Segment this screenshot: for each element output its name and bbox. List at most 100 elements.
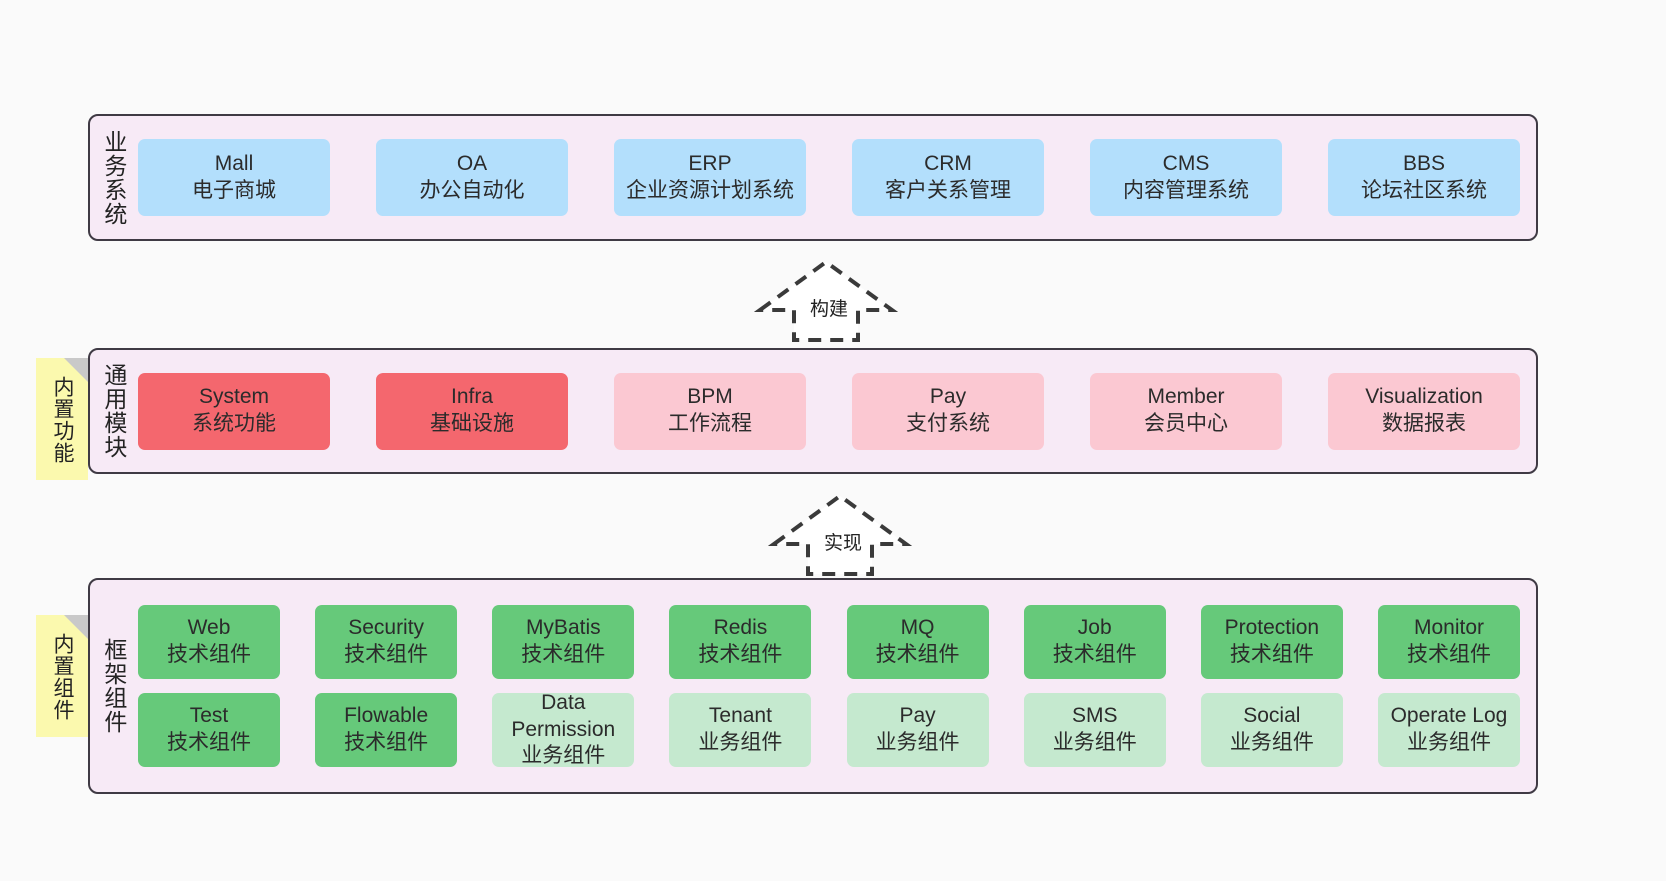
card-sms[interactable]: SMS 业务组件 <box>1023 693 1166 767</box>
card-title: OA <box>456 151 488 175</box>
card-subtitle: 基础设施 <box>430 412 514 435</box>
card-subtitle: 会员中心 <box>1144 412 1228 435</box>
card-title: Flowable <box>344 704 429 728</box>
card-crm[interactable]: CRM 客户关系管理 <box>852 139 1044 216</box>
card-title: BPM <box>687 385 733 409</box>
card-bbs[interactable]: BBS 论坛社区系统 <box>1328 139 1520 216</box>
card-subtitle: 业务组件 <box>875 731 960 754</box>
card-oa[interactable]: OA 办公自动化 <box>376 139 568 216</box>
card-pay[interactable]: Pay 业务组件 <box>846 693 989 767</box>
arrow-implement: 实现 <box>767 492 913 576</box>
card-subtitle: 技术组件 <box>167 643 251 666</box>
card-title: Member <box>1147 385 1225 409</box>
card-erp[interactable]: ERP 企业资源计划系统 <box>614 139 806 216</box>
arrow-build: 构建 <box>753 258 899 342</box>
card-subtitle: 支付系统 <box>906 412 990 435</box>
card-subtitle: 企业资源计划系统 <box>626 178 794 202</box>
card-title: Pay <box>899 704 936 728</box>
card-title: Job <box>1077 616 1112 640</box>
card-title: Tenant <box>708 704 772 728</box>
sticky-note-builtin-component: 内置组件 <box>36 615 88 737</box>
card-subtitle: 电子商城 <box>192 178 276 202</box>
sticky-note-builtin-function-label: 内置功能 <box>50 376 74 464</box>
sticky-note-builtin-function: 内置功能 <box>36 358 88 480</box>
card-title: CMS <box>1162 151 1210 175</box>
arrow-build-label: 构建 <box>810 299 849 320</box>
sticky-note-builtin-component-label: 内置组件 <box>50 633 74 721</box>
card-mybatis[interactable]: MyBatis 技术组件 <box>492 605 635 679</box>
layer-body-business-system: Mall 电子商城 OA 办公自动化 ERP 企业资源计划系统 CRM 客户关系管理 CMS 内容… <box>136 116 1536 239</box>
card-subtitle: 技术组件 <box>1229 643 1314 666</box>
card-cms[interactable]: CMS 内容管理系统 <box>1090 139 1282 216</box>
card-social[interactable]: Social 业务组件 <box>1200 693 1343 767</box>
arrow-implement-label: 实现 <box>824 533 863 554</box>
card-subtitle: 论坛社区系统 <box>1361 178 1487 202</box>
card-redis[interactable]: Redis 技术组件 <box>669 605 812 679</box>
card-job[interactable]: Job 技术组件 <box>1023 605 1166 679</box>
card-web[interactable]: Web 技术组件 <box>138 605 280 679</box>
layer-title-business-system: 业务系统 <box>100 129 127 226</box>
card-title: Redis <box>713 616 768 640</box>
card-subtitle: 技术组件 <box>1052 643 1137 666</box>
card-subtitle: 技术组件 <box>698 643 783 666</box>
card-mq[interactable]: MQ 技术组件 <box>846 605 989 679</box>
layer-business-system: 业务系统 Mall 电子商城 OA 办公自动化 ERP 企业资源计划系统 CRM 客户关系管理… <box>88 114 1538 241</box>
card-bpm[interactable]: BPM 工作流程 <box>614 372 806 450</box>
card-member[interactable]: Member 会员中心 <box>1090 372 1282 450</box>
card-subtitle: 办公自动化 <box>419 178 525 202</box>
card-subtitle: 业务组件 <box>1052 731 1137 754</box>
card-title: Protection <box>1224 616 1320 640</box>
card-subtitle: 系统功能 <box>192 412 276 435</box>
card-visualization[interactable]: Visualization 数据报表 <box>1328 372 1520 450</box>
card-title: Operate Log <box>1390 704 1508 728</box>
card-title: Visualization <box>1365 385 1483 409</box>
card-title: MyBatis <box>525 616 601 640</box>
card-row-business-system: Mall 电子商城 OA 办公自动化 ERP 企业资源计划系统 CRM 客户关系管理 CMS 内容… <box>138 139 1520 216</box>
card-subtitle: 业务组件 <box>1406 731 1491 754</box>
card-title: Monitor <box>1413 616 1484 640</box>
card-subtitle: 业务组件 <box>1229 731 1314 754</box>
card-subtitle: 技术组件 <box>344 643 429 666</box>
card-subtitle: 客户关系管理 <box>885 178 1011 202</box>
card-tenant[interactable]: Tenant 业务组件 <box>669 693 812 767</box>
card-title: Mall <box>214 151 254 175</box>
card-title: ERP <box>688 151 732 175</box>
card-pay[interactable]: Pay 支付系统 <box>852 372 1044 450</box>
card-title: Web <box>187 616 231 640</box>
card-security[interactable]: Security 技术组件 <box>315 605 458 679</box>
card-protection[interactable]: Protection 技术组件 <box>1200 605 1343 679</box>
card-title: MQ <box>900 616 935 640</box>
card-mall[interactable]: Mall 电子商城 <box>138 139 330 216</box>
card-title: Test <box>189 704 229 728</box>
card-subtitle: 技术组件 <box>521 643 606 666</box>
card-title: Pay <box>929 385 967 409</box>
card-subtitle: 内容管理系统 <box>1123 178 1249 202</box>
card-subtitle: 技术组件 <box>875 643 960 666</box>
card-title: Social <box>1243 704 1301 728</box>
card-subtitle: 业务组件 <box>698 731 783 754</box>
card-flowable[interactable]: Flowable 技术组件 <box>315 693 458 767</box>
card-subtitle: 工作流程 <box>668 412 752 435</box>
card-title: Data Permission <box>511 690 616 741</box>
layer-title-framework-component: 框架组件 <box>100 638 127 734</box>
card-title: CRM <box>924 151 972 175</box>
card-title: SMS <box>1071 704 1118 728</box>
card-subtitle: 数据报表 <box>1382 412 1466 435</box>
card-subtitle: 技术组件 <box>344 731 429 754</box>
card-title: BBS <box>1402 151 1446 175</box>
card-title: Security <box>348 616 425 640</box>
card-operate-log[interactable]: Operate Log 业务组件 <box>1377 693 1520 767</box>
